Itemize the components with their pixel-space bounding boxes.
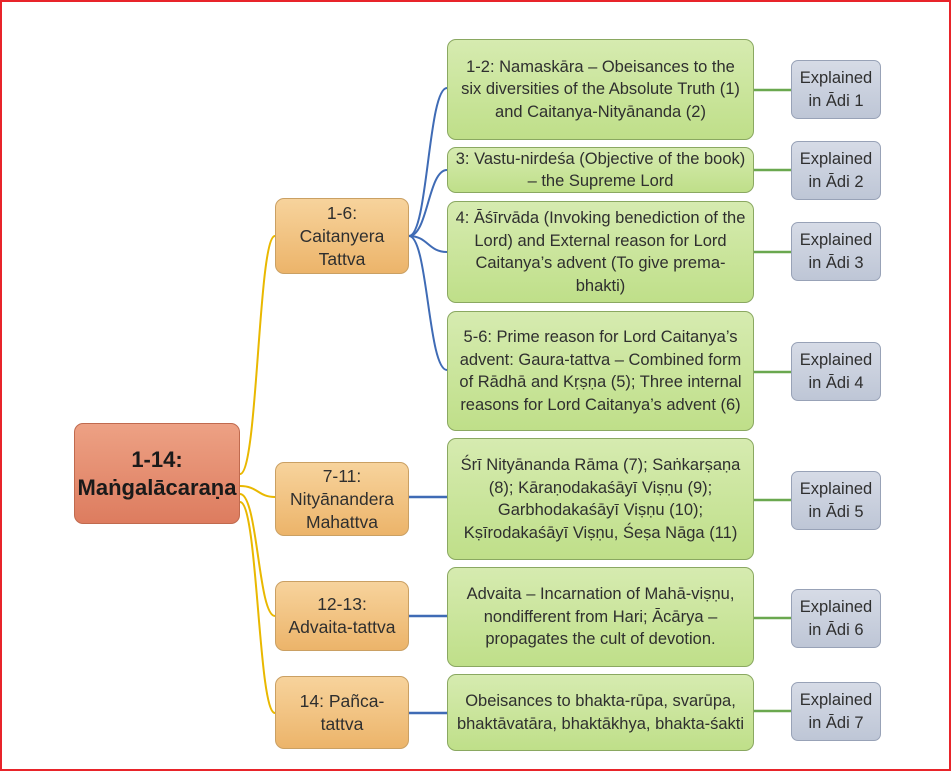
item-node-namaskara: 1-2: Namaskāra – Obeisances to the six d… <box>447 39 754 140</box>
item-node-text: Śrī Nityānanda Rāma (7); Saṅkarṣaṇa (8);… <box>460 456 741 542</box>
item-node-vastu-nirdesa: 3: Vastu-nirdeśa (Objective of the book)… <box>447 147 754 193</box>
item-node-text: 4: Āśīrvāda (Invoking benediction of the… <box>455 209 746 295</box>
item-node-text: Obeisances to bhakta-rūpa, svarūpa, bhak… <box>456 692 745 733</box>
group-node-nityanandera-mahattva: 7-11: Nityānandera Mahattva <box>275 462 409 536</box>
item-node-advaita: Advaita – Incarnation of Mahā-viṣṇu, non… <box>447 567 754 667</box>
group-node-label: 14: Pañca- tattva <box>299 690 385 734</box>
explained-node-label: Explained in Ādi 1 <box>799 69 873 110</box>
item-node-prime-reason: 5-6: Prime reason for Lord Caitanya’s ad… <box>447 311 754 431</box>
explained-node-adi-4: Explained in Ādi 4 <box>791 342 881 401</box>
explained-node-adi-6: Explained in Ādi 6 <box>791 589 881 648</box>
item-node-text: Advaita – Incarnation of Mahā-viṣṇu, non… <box>466 585 735 649</box>
group-node-label: 1-6: Caitanyera Tattva <box>299 202 385 269</box>
group-node-label: 12-13: Advaita-tattva <box>288 594 396 637</box>
item-node-asirvada: 4: Āśīrvāda (Invoking benediction of the… <box>447 201 754 303</box>
explained-node-label: Explained in Ādi 7 <box>799 691 873 732</box>
group-node-label: 7-11: Nityānandera Mahattva <box>289 465 395 532</box>
explained-node-label: Explained in Ādi 5 <box>799 480 873 521</box>
item-node-obeisances: Obeisances to bhakta-rūpa, svarūpa, bhak… <box>447 674 754 751</box>
item-node-text: 3: Vastu-nirdeśa (Objective of the book)… <box>455 149 746 191</box>
group-node-advaita-tattva: 12-13: Advaita-tattva <box>275 581 409 651</box>
item-node-text: 5-6: Prime reason for Lord Caitanya’s ad… <box>459 328 742 414</box>
explained-node-adi-3: Explained in Ādi 3 <box>791 222 881 281</box>
group-node-panca-tattva: 14: Pañca- tattva <box>275 676 409 749</box>
item-node-text: 1-2: Namaskāra – Obeisances to the six d… <box>461 57 740 121</box>
item-node-nityananda-rama: Śrī Nityānanda Rāma (7); Saṅkarṣaṇa (8);… <box>447 438 754 560</box>
explained-node-label: Explained in Ādi 4 <box>799 351 873 392</box>
explained-node-adi-5: Explained in Ādi 5 <box>791 471 881 530</box>
explained-node-label: Explained in Ādi 6 <box>799 598 873 639</box>
explained-node-adi-1: Explained in Ādi 1 <box>791 60 881 119</box>
explained-node-adi-2: Explained in Ādi 2 <box>791 141 881 200</box>
explained-node-label: Explained in Ādi 2 <box>799 150 873 191</box>
explained-node-adi-7: Explained in Ādi 7 <box>791 682 881 741</box>
group-node-caitanyera-tattva: 1-6: Caitanyera Tattva <box>275 198 409 274</box>
root-node-label: 1-14: Maṅgalācaraṇa <box>77 446 237 500</box>
explained-node-label: Explained in Ādi 3 <box>799 231 873 272</box>
root-node-mangalacarana: 1-14: Maṅgalācaraṇa <box>74 423 240 524</box>
